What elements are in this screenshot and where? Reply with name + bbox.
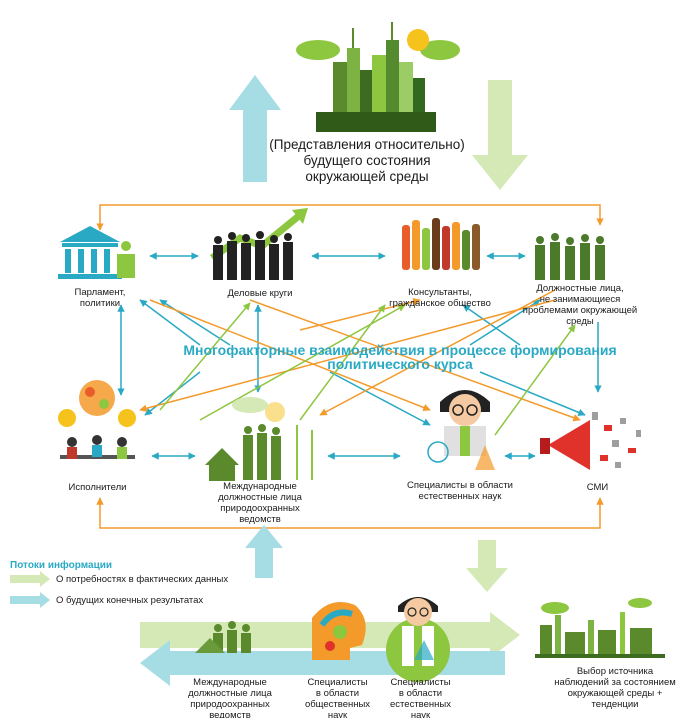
label-line: Должностные лица, [536,283,624,294]
arrow-diag-2 [159,299,231,346]
label-line: среды [566,316,594,327]
label-line: Деловые круги [227,288,293,299]
caption-line: будущего состояния [303,153,431,168]
label-line: наблюдений за состоянием [554,677,676,688]
mid-down-arrow [466,540,508,592]
label-line: Международные [223,481,297,492]
business-label: Деловые круги [205,288,315,299]
label-line: Консультанты, [408,287,472,298]
label-line: не занимающиеся [539,294,621,305]
top-orange-loop [96,204,604,231]
megaphone-icon [540,412,641,470]
legend-item-future-results: О будущих конечных результатах [56,595,204,606]
observation-source-label: Выбор источника наблюдений за состоянием… [550,666,680,710]
city-illustration [296,22,460,132]
label-line: в области [315,688,360,699]
big-down-arrow [472,80,528,190]
label-line: в области [398,688,443,699]
center-title-line: политического курса [327,356,473,372]
legend-title: Потоки информации [10,560,113,571]
label-line: должностные лица [188,688,272,699]
arrow-diag-7 [144,371,201,416]
intl-officials-label: Международные должностные лица природоох… [195,481,325,525]
arrow-orange-4 [249,299,581,422]
arrow-diag-1 [139,299,201,346]
center-title-line: Многофакторные взаимодействия в процессе… [183,342,617,358]
arrow-green-3 [299,304,386,421]
label-line: Специалисты в области [407,480,513,491]
label-line: Специалисты [390,677,451,688]
natural-scientists-label: Специалисты в области естественных наук [383,677,458,718]
intl-officials-icon [205,397,313,481]
arrow-orange-3 [149,299,431,412]
label-line: окружающей среды + [567,688,663,699]
bottom-scientist-icon [386,597,450,682]
business-icon [209,208,308,280]
factory-landscape-icon [535,598,665,658]
label-line: ведомств [209,710,251,718]
social-scientists-label: Специалисты в области общественных наук [300,677,375,718]
label-line: природоохранных [190,699,270,710]
label-line: наук [410,710,431,718]
label-line: политики [79,298,121,309]
arrow-diag-6 [479,371,586,416]
label-line: СМИ [586,482,609,493]
scientist-icon [427,390,495,470]
arrow-diag-4 [462,304,521,346]
legend-arrow-green [10,571,50,587]
bottom-orange-loop [96,497,604,529]
officials-group-icon [535,233,605,280]
label-line: гражданское общество [389,298,491,309]
bottom-intl-label: Международные должностные лица природоох… [180,677,280,718]
future-state-caption: (Представления относительно) будущего со… [262,137,472,185]
caption-line: окружающей среды [305,169,429,184]
legend-item-data-needs: О потребностях в фактических данных [56,574,229,585]
bottom-intl-icon [195,621,251,653]
center-title: Многофакторные взаимодействия в процессе… [150,343,650,371]
arrow-green-1 [159,302,251,411]
label-line: естественных [390,699,451,710]
consultants-label: Консультанты, гражданское общество [380,287,500,309]
officials-label: Должностные лица, не занимающиеся пробле… [515,283,645,327]
executors-label: Исполнители [50,482,145,493]
big-up-arrow [229,75,281,182]
scientists-label: Специалисты в области естественных наук [400,480,520,502]
label-line: общественных [304,699,371,710]
label-line: тенденции [591,699,639,710]
head-silhouette-icon [312,601,366,660]
label-line: природоохранных [220,503,300,514]
executors-icon [58,380,136,459]
label-line: Исполнители [68,482,127,493]
label-line: проблемами окружающей [522,305,638,316]
arrow-diag-5 [329,371,431,426]
media-label: СМИ [575,482,620,493]
label-line: Международные [193,677,267,688]
parliament-icon [58,226,135,279]
legend-arrow-teal [10,592,50,608]
raised-hands-icon [402,218,480,270]
label-line: должностные лица [218,492,302,503]
arrow-orange-5 [319,289,556,416]
mid-up-arrow [245,525,283,578]
label-line: Специалисты [307,677,368,688]
label-line: наук [327,710,348,718]
parliament-label: Парламент, политики [50,287,150,309]
label-line: Парламент, [74,287,126,298]
label-line: ведомств [239,514,281,525]
label-line: естественных наук [418,491,502,502]
arrow-green-4 [494,324,576,436]
label-line: Выбор источника [576,666,654,677]
caption-line: (Представления относительно) [269,137,465,152]
